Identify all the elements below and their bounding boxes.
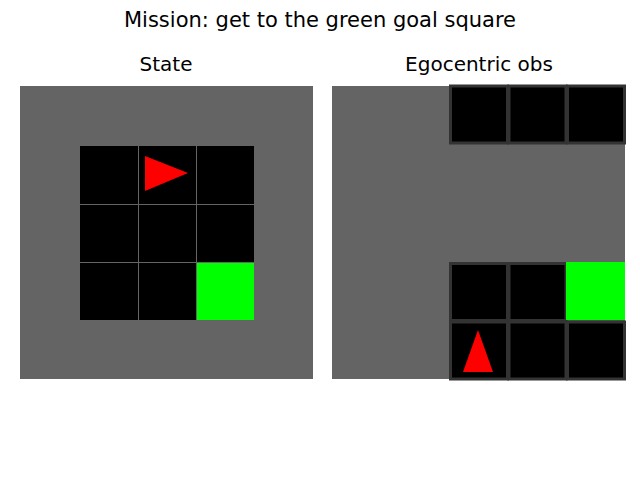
- agent-triangle: [145, 156, 188, 191]
- agent-triangle: [463, 330, 493, 372]
- goal-square: [197, 263, 254, 320]
- state-panel: [20, 86, 313, 379]
- panel-title: State: [140, 52, 193, 76]
- egocentric-panel: [332, 86, 625, 379]
- mission-title: Mission: get to the green goal square: [124, 8, 516, 32]
- goal-square: [566, 262, 625, 320]
- panel-title: Egocentric obs: [405, 52, 553, 76]
